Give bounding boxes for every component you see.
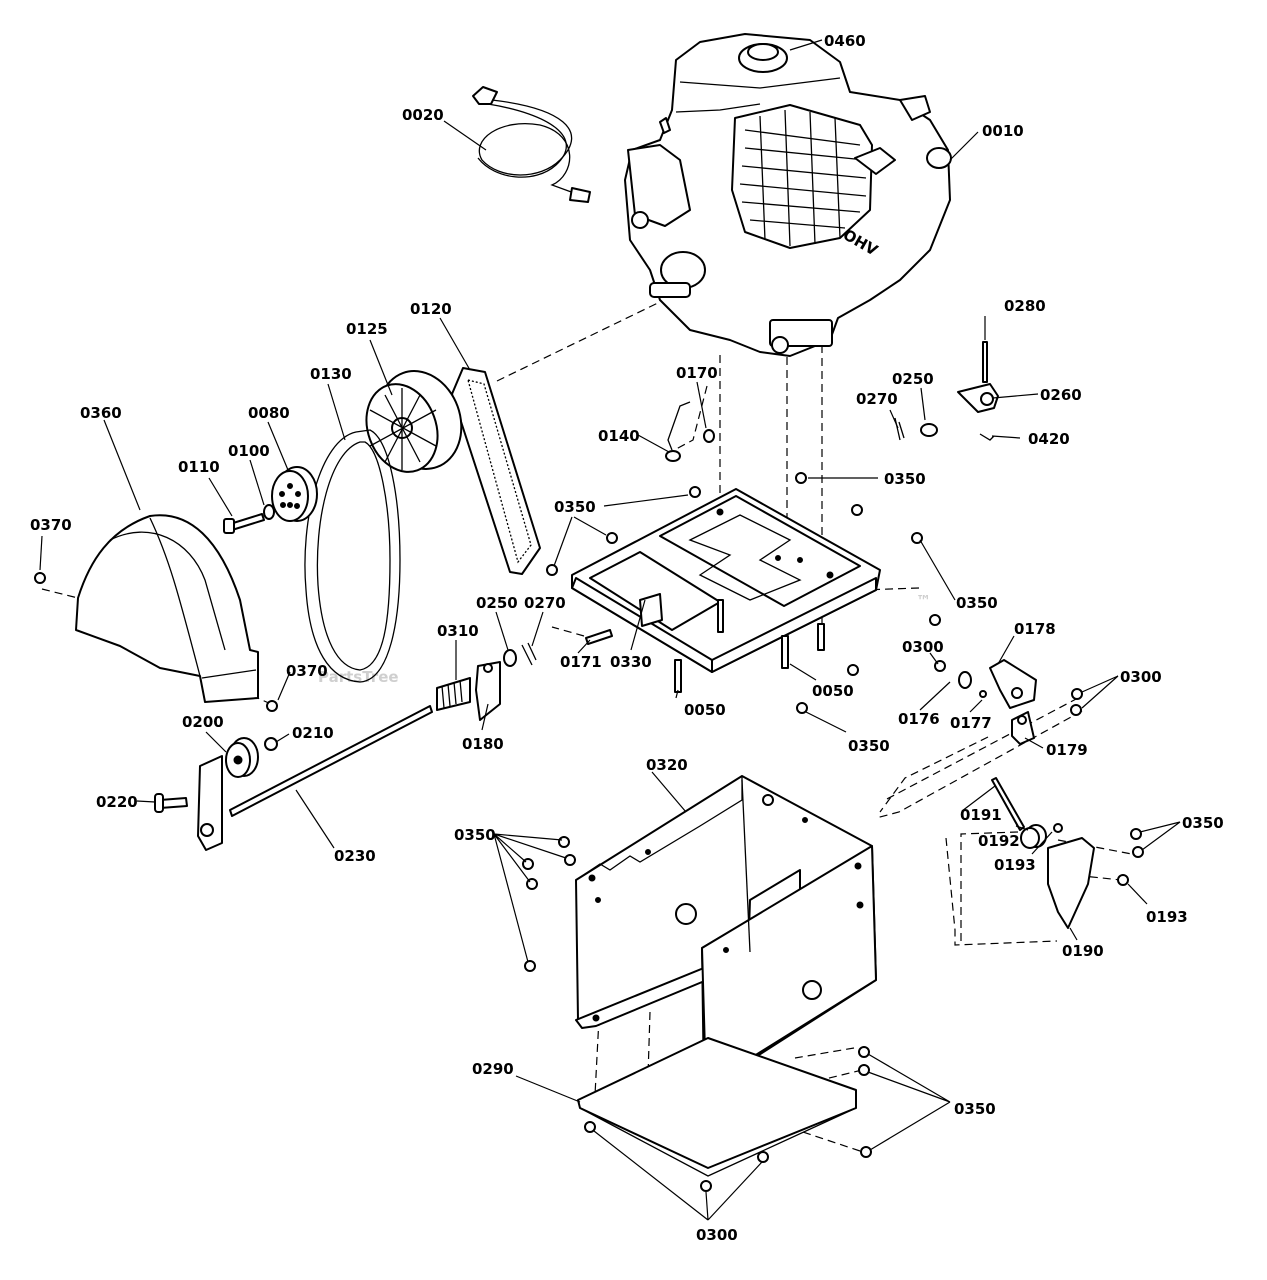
- callout-0177: 0177: [950, 714, 992, 732]
- callout-0120: 0120: [410, 300, 452, 318]
- pulley-icon: [365, 370, 463, 473]
- callout-0310: 0310: [437, 622, 479, 640]
- callout-0420: 0420: [1028, 430, 1070, 448]
- callout-0192: 0192: [978, 832, 1020, 850]
- callout-0360: 0360: [80, 404, 122, 422]
- power-cord-icon: [472, 86, 591, 203]
- bolt-icon: [34, 472, 1144, 1192]
- side-bracket-icon: [991, 777, 1129, 929]
- callout-0140: 0140: [598, 427, 640, 445]
- callout-0350-c: 0350: [956, 594, 998, 612]
- callout-0230: 0230: [334, 847, 376, 865]
- v-belt-icon: [304, 429, 401, 683]
- callout-0050-a: 0050: [684, 701, 726, 719]
- callout-0176: 0176: [898, 710, 940, 728]
- callout-0270-upper: 0270: [856, 390, 898, 408]
- callout-0280: 0280: [1004, 297, 1046, 315]
- callout-0110: 0110: [178, 458, 220, 476]
- watermark-text: PartsTree: [318, 668, 399, 686]
- callout-0220: 0220: [96, 793, 138, 811]
- callout-0020: 0020: [402, 106, 444, 124]
- callout-0300-a: 0300: [902, 638, 944, 656]
- idler-assembly-icon: [154, 661, 501, 851]
- callout-0125: 0125: [346, 320, 388, 338]
- callout-0180: 0180: [462, 735, 504, 753]
- bolt-icon: [223, 504, 275, 534]
- callout-0193-b: 0193: [1146, 908, 1188, 926]
- fasteners: [34, 472, 1144, 1192]
- callout-0320: 0320: [646, 756, 688, 774]
- callout-0370-a: 0370: [30, 516, 72, 534]
- callout-0350-g: 0350: [954, 1100, 996, 1118]
- engine-icon: OHV: [624, 33, 952, 357]
- callout-0178: 0178: [1014, 620, 1056, 638]
- callout-0350-d: 0350: [848, 737, 890, 755]
- small-pulley-icon: [271, 466, 318, 522]
- callout-0130: 0130: [310, 365, 352, 383]
- callout-0200: 0200: [182, 713, 224, 731]
- callout-0171: 0171: [560, 653, 602, 671]
- callout-0050-b: 0050: [812, 682, 854, 700]
- callout-0100: 0100: [228, 442, 270, 460]
- callout-0179: 0179: [1046, 741, 1088, 759]
- callout-0250-lower: 0250: [476, 594, 518, 612]
- callout-0290: 0290: [472, 1060, 514, 1078]
- callout-0350-a: 0350: [884, 470, 926, 488]
- alignment-lines: [41, 299, 1138, 1171]
- callout-0250-upper: 0250: [892, 370, 934, 388]
- bottom-plate-icon: [577, 1037, 857, 1177]
- callout-0350-e: 0350: [454, 826, 496, 844]
- washer-pin-icon: [503, 642, 537, 667]
- callout-0190: 0190: [1062, 942, 1104, 960]
- callout-0460: 0460: [824, 32, 866, 50]
- callout-0300-b: 0300: [1120, 668, 1162, 686]
- partstree-watermark: PartsTree ™: [318, 592, 931, 686]
- callout-labels: 0460 0020 0010 0280 0125 0120 0130 0080 …: [30, 32, 1224, 1244]
- callout-0300-c: 0300: [696, 1226, 738, 1244]
- belt-cover-icon: [75, 514, 259, 703]
- callout-0260: 0260: [1040, 386, 1082, 404]
- linkage-rod-icon: [665, 401, 715, 462]
- leader-lines: [39, 39, 1181, 1221]
- mounting-plate-icon: [571, 488, 881, 673]
- callout-0350-f: 0350: [1182, 814, 1224, 832]
- callout-0193-a: 0193: [994, 856, 1036, 874]
- watermark-trademark: ™: [916, 592, 931, 610]
- callout-0080: 0080: [248, 404, 290, 422]
- callout-0210: 0210: [292, 724, 334, 742]
- callout-0370-b: 0370: [286, 662, 328, 680]
- callout-0191: 0191: [960, 806, 1002, 824]
- callout-0010: 0010: [982, 122, 1024, 140]
- callout-0350-b: 0350: [554, 498, 596, 516]
- frame-icon: [575, 775, 877, 1091]
- callout-0270-lower: 0270: [524, 594, 566, 612]
- control-bracket-icon: [958, 659, 1037, 745]
- bracket-icon: [894, 341, 999, 441]
- callout-0330: 0330: [610, 653, 652, 671]
- belt-icon: [451, 367, 541, 575]
- callout-0170: 0170: [676, 364, 718, 382]
